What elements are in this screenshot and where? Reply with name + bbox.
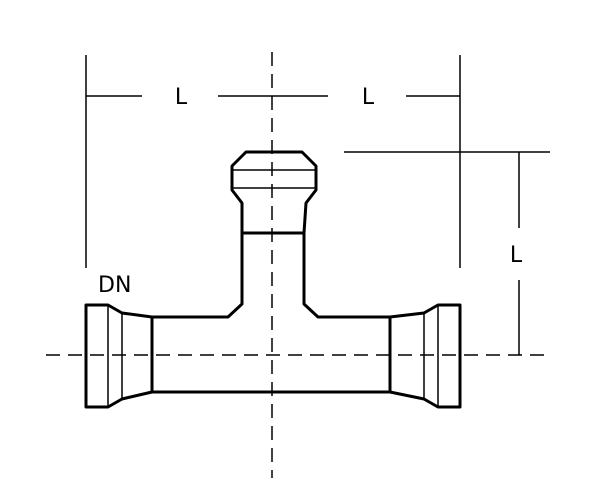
dim-label-left: L — [175, 85, 188, 110]
dn-label: DN — [98, 273, 131, 298]
right-socket — [388, 303, 462, 409]
left-socket — [84, 303, 154, 409]
dim-label-right: L — [362, 85, 375, 110]
dim-label-vertical: L — [510, 243, 523, 268]
